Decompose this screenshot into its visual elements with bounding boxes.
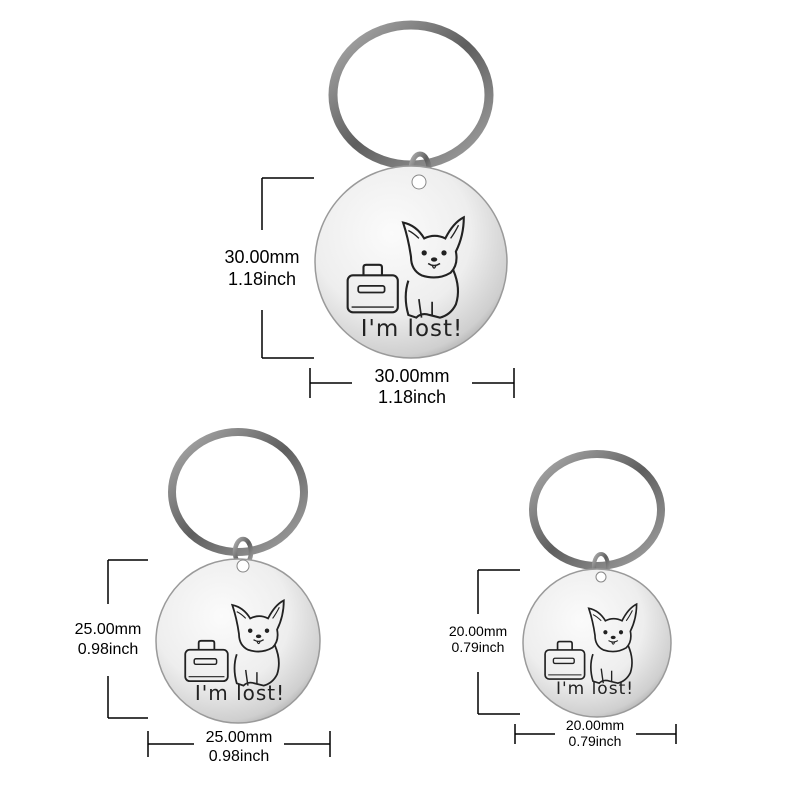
width-inch-label: 1.18inch: [378, 387, 446, 407]
width-inch-label: 0.98inch: [209, 748, 270, 765]
engraving-text: I'm lost!: [556, 679, 634, 699]
width-mm-label: 25.00mm: [206, 729, 273, 746]
tag-hole: [595, 571, 607, 583]
height-mm-label: 20.00mm: [449, 623, 507, 639]
height-inch-label: 1.18inch: [228, 269, 296, 289]
tag-medium: I'm lost! 25.00mm 0.98inch 25.00mm 0.98i…: [75, 428, 331, 765]
tag-hole: [411, 174, 427, 190]
tag-hole: [236, 559, 250, 573]
engraving-text: I'm lost!: [195, 681, 285, 705]
width-dimension: 30.00mm 1.18inch: [309, 366, 515, 407]
width-inch-label: 0.79inch: [569, 733, 622, 749]
engraving-text: I'm lost!: [361, 316, 464, 342]
tag-small: I'm lost! 20.00mm 0.79inch 20.00mm 0.79i…: [449, 450, 677, 749]
height-dimension: 30.00mm 1.18inch: [224, 177, 314, 359]
key-ring: [168, 428, 308, 556]
key-ring: [529, 450, 665, 570]
height-inch-label: 0.98inch: [78, 641, 139, 658]
height-mm-label: 25.00mm: [75, 621, 142, 638]
height-dimension: 20.00mm 0.79inch: [449, 569, 520, 715]
height-dimension: 25.00mm 0.98inch: [75, 559, 148, 719]
width-mm-label: 30.00mm: [374, 366, 449, 386]
key-ring: [328, 20, 494, 170]
width-dimension: 20.00mm 0.79inch: [514, 717, 677, 749]
width-dimension: 25.00mm 0.98inch: [147, 729, 331, 765]
height-inch-label: 0.79inch: [452, 639, 505, 655]
width-mm-label: 20.00mm: [566, 717, 624, 733]
tag-large: I'm lost! 30.00mm 1.18inch 30.00mm 1.18i…: [224, 20, 515, 407]
height-mm-label: 30.00mm: [224, 247, 299, 267]
